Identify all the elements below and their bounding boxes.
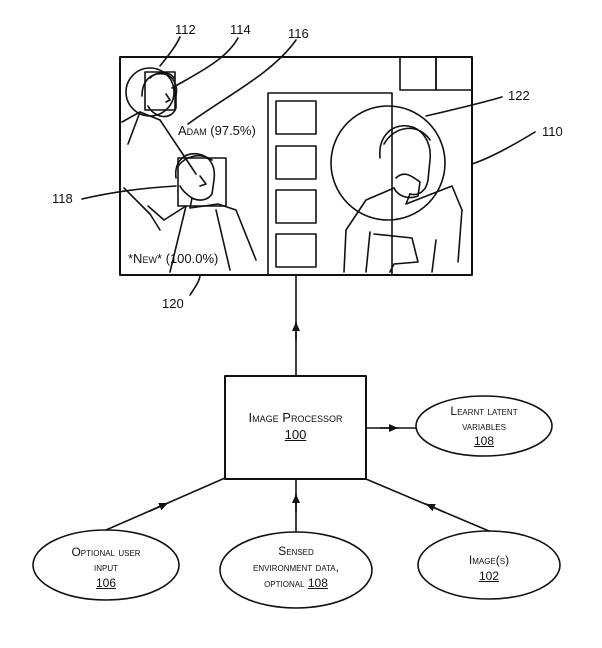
- ref-110: 110: [542, 124, 563, 139]
- face-label-adam: Adam (97.5%): [178, 123, 256, 138]
- leader-112: [159, 36, 181, 67]
- ref-120: 120: [162, 296, 184, 311]
- latent-line2: variables: [462, 419, 506, 433]
- face-circle-large: [330, 105, 446, 221]
- face-circle-adam: [125, 67, 175, 117]
- ref-118: 118: [52, 191, 73, 206]
- face-box-new: [177, 157, 227, 207]
- leader-114: [171, 37, 239, 89]
- leader-110: [471, 131, 536, 165]
- latent-number: 108: [473, 434, 495, 448]
- screen-panel-1: [399, 56, 437, 91]
- thumbnail-1: [275, 100, 317, 135]
- thumbnail-3: [275, 189, 317, 224]
- face-box-adam: [144, 71, 176, 111]
- images-number: 102: [478, 569, 500, 583]
- sensed-line3: optional 108: [220, 576, 372, 591]
- face-label-new: *New* (100.0%): [128, 251, 219, 266]
- thumbnail-2: [275, 145, 317, 180]
- leader-118: [81, 185, 177, 200]
- leader-116: [187, 39, 297, 125]
- processor-title: Image Processor: [248, 410, 343, 425]
- thumbnail-strip: [267, 92, 393, 276]
- leader-120: [189, 274, 201, 296]
- person-new-sketch: [123, 153, 257, 273]
- processor-number: 100: [284, 427, 307, 442]
- user-input-line2: input: [94, 560, 118, 574]
- sensed-optional-text: optional: [264, 576, 305, 590]
- connector-arrow-user-input: [149, 502, 169, 512]
- sensed-line2: environment data,: [253, 560, 339, 574]
- screen-panel-2: [435, 56, 473, 91]
- ref-122: 122: [508, 88, 530, 103]
- leader-122: [425, 96, 503, 117]
- latent-line1: Learnt latent: [450, 404, 518, 418]
- ref-112: 112: [175, 22, 196, 37]
- connector-arrow-images: [425, 503, 445, 513]
- user-input-line1: Optional user: [71, 545, 141, 559]
- sensed-number: 108: [307, 576, 328, 590]
- images-line1: Image(s): [468, 553, 510, 567]
- latent-ellipse: [415, 395, 553, 457]
- user-input-number: 106: [95, 576, 117, 590]
- person-adam-sketch: [121, 71, 197, 175]
- ref-116: 116: [288, 26, 309, 41]
- thumbnail-4: [275, 233, 317, 268]
- person-large-sketch: [343, 125, 463, 273]
- sensed-line1: Sensed: [278, 544, 314, 558]
- ref-114: 114: [230, 22, 251, 37]
